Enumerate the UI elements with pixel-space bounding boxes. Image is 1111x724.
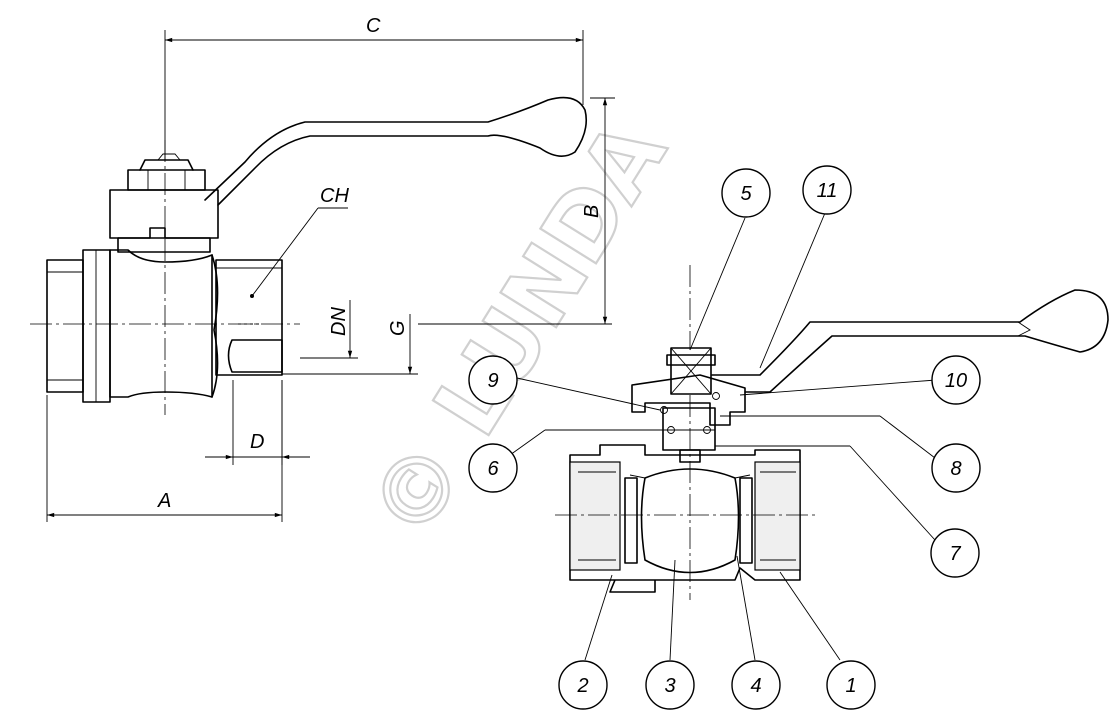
valve-side-view <box>30 96 588 415</box>
dimension-dn: DN <box>300 300 358 359</box>
valve-section-view <box>555 265 1109 600</box>
callout-3: 3 <box>645 660 695 710</box>
callout-7-number: 7 <box>949 543 961 565</box>
callout-10-number: 10 <box>945 370 967 392</box>
dimension-c-label: C <box>366 15 381 37</box>
callout-5-number: 5 <box>740 183 752 205</box>
dimension-b-label: B <box>581 205 603 218</box>
callout-leaders <box>509 212 937 661</box>
callout-4-number: 4 <box>750 675 761 697</box>
dimension-a-label: A <box>157 490 171 512</box>
callout-9: 9 <box>468 355 518 405</box>
dimension-d-label: D <box>250 431 264 453</box>
dimension-b: B <box>581 97 615 324</box>
callout-10: 10 <box>931 355 981 405</box>
callout-1: 1 <box>826 660 876 710</box>
callout-3-number: 3 <box>664 675 675 697</box>
callout-11-number: 11 <box>817 180 838 202</box>
dimension-d: D <box>205 380 310 465</box>
callout-9-number: 9 <box>487 370 498 392</box>
dimension-g-label: G <box>387 320 409 336</box>
dimension-c: C <box>164 15 584 160</box>
callout-2: 2 <box>558 660 608 710</box>
callout-4: 4 <box>731 660 781 710</box>
callout-1-number: 1 <box>845 675 856 697</box>
dimension-ch-label: CH <box>320 185 349 207</box>
dimension-g: G <box>282 314 418 375</box>
callout-6-number: 6 <box>487 458 499 480</box>
dimension-dn-label: DN <box>328 307 350 336</box>
dimension-a: A <box>46 380 283 522</box>
callout-7: 7 <box>930 528 980 578</box>
dimension-ch: CH <box>250 185 349 298</box>
callout-6: 6 <box>468 443 518 493</box>
callout-2-number: 2 <box>576 675 588 697</box>
callout-11: 11 <box>802 165 852 215</box>
callout-8: 8 <box>931 443 981 493</box>
callout-5: 5 <box>721 168 771 218</box>
callout-8-number: 8 <box>950 458 961 480</box>
